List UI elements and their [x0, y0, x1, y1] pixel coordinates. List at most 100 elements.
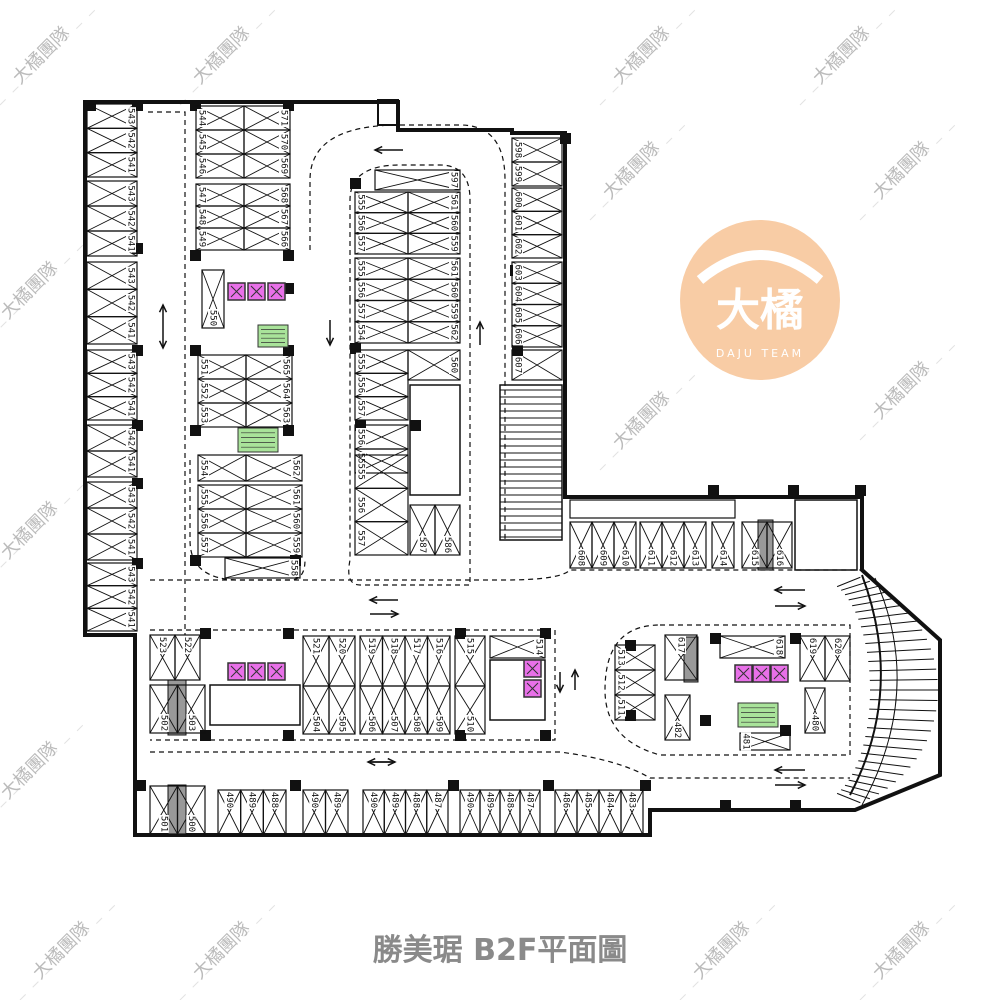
parking-stall: 543 — [86, 481, 138, 509]
watermark-text: 大橘團隊 — [609, 388, 675, 454]
stall-number: 558 — [289, 560, 299, 576]
column — [560, 133, 571, 144]
stall-number: 490 — [465, 792, 475, 808]
stall-number: 488 — [269, 792, 279, 808]
column — [788, 485, 799, 496]
direction-arrow-icon — [368, 757, 397, 767]
stall-number: 541 — [126, 539, 136, 555]
parking-stall: 542 — [86, 585, 138, 609]
stall-number: 557 — [356, 303, 366, 319]
direction-arrow-icon — [158, 303, 168, 325]
parking-stall: 608 — [569, 521, 593, 569]
parking-stall: 551 — [197, 354, 247, 380]
traffic-arrows — [158, 145, 807, 790]
logo-watermark: 大橘 DAJU TEAM — [680, 220, 840, 380]
parking-stall: 542 — [86, 288, 138, 318]
parking-stall: 543 — [86, 261, 138, 290]
stall-number: 543 — [126, 268, 136, 284]
parking-stall: 543 — [86, 349, 138, 374]
parking-stall: 506 — [359, 685, 384, 735]
parking-stall: 570 — [243, 129, 291, 155]
parking-stall: 558 — [224, 557, 301, 579]
stall-number: 543 — [126, 487, 136, 503]
parking-stalls: 5435425415435425415435425415435425415425… — [86, 103, 851, 836]
parking-stall: 488 — [404, 789, 428, 836]
parking-stall: 550 — [201, 269, 225, 329]
parking-stall: 560 — [245, 508, 303, 534]
stall-number: 613 — [690, 550, 700, 566]
parking-stall: 508 — [404, 685, 429, 735]
column — [135, 780, 146, 791]
column — [790, 800, 801, 811]
column — [190, 425, 201, 436]
stall-number: 503 — [186, 715, 196, 731]
watermark-text: 大橘團隊 — [809, 23, 875, 89]
stall-number: 555 — [199, 489, 209, 505]
parking-stall: 556 — [354, 487, 409, 523]
parking-stall: 560 — [407, 212, 461, 234]
parking-stall: 512 — [614, 669, 656, 696]
parking-stall: 560 — [407, 349, 461, 381]
stall-number: 564 — [281, 383, 291, 399]
parking-stall: 566 — [243, 227, 291, 251]
parking-stall: 557 — [354, 232, 409, 255]
column — [190, 555, 201, 566]
stall-number: 567 — [279, 209, 289, 225]
watermark-text: 大橘團隊 — [0, 258, 62, 324]
parking-stall: 552 — [197, 378, 247, 404]
stall-number: 586 — [442, 537, 452, 553]
column — [283, 283, 294, 294]
parking-stall: 515 — [454, 635, 486, 687]
parking-stall: 517 — [404, 635, 429, 687]
parking-stall: 541 — [86, 533, 138, 561]
parking-stall: 490 — [217, 789, 242, 836]
parking-stall: 541 — [86, 152, 138, 178]
parking-stall: 541 — [86, 396, 138, 421]
parking-stall: 543 — [86, 562, 138, 587]
stall-number: 542 — [126, 589, 136, 605]
direction-arrow-icon — [475, 320, 485, 345]
parking-stall: 541 — [86, 607, 138, 632]
stall-number: 554 — [356, 324, 366, 340]
parking-stall: 564 — [245, 378, 293, 404]
parking-stall: 542 — [86, 205, 138, 232]
parking-stall: 500 — [176, 785, 206, 835]
parking-stall: 561 — [407, 257, 461, 280]
direction-arrow-icon — [158, 325, 168, 350]
parking-stall: 489 — [324, 789, 349, 836]
parking-stall: 489 — [479, 789, 501, 836]
parking-stall: 542 — [86, 372, 138, 398]
stall-number: 542 — [126, 377, 136, 393]
stall-number: 520 — [337, 638, 347, 654]
parking-stall: 509 — [426, 685, 451, 735]
parking-stall: 609 — [591, 521, 615, 569]
column — [543, 780, 554, 791]
stall-number: 546 — [197, 158, 207, 174]
parking-stall: 562 — [245, 454, 303, 482]
parking-stall: 549 — [195, 227, 245, 251]
stall-number: 561 — [449, 194, 459, 210]
stall-number: 557 — [356, 453, 366, 469]
stall-number: 541 — [126, 235, 136, 251]
stall-number: 488 — [411, 792, 421, 808]
stall-number: 557 — [199, 537, 209, 553]
elevator-icon — [752, 664, 771, 683]
stall-number: 516 — [433, 638, 443, 654]
parking-stall: 561 — [407, 191, 461, 214]
parking-stall: 544 — [195, 105, 245, 131]
parking-stall: 606 — [511, 325, 563, 348]
stall-number: 541 — [126, 400, 136, 416]
parking-stall: 611 — [639, 521, 663, 569]
parking-stall: 614 — [711, 521, 735, 569]
stall-number: 604 — [513, 286, 523, 302]
stall-number: 489 — [247, 792, 257, 808]
stall-number: 556 — [356, 429, 366, 445]
parking-stall: 523 — [149, 634, 176, 681]
stall-number: 598 — [513, 142, 523, 158]
stall-number: 559 — [449, 303, 459, 319]
parking-stall: 565 — [245, 354, 293, 380]
stall-number: 561 — [291, 489, 301, 505]
stall-number: 487 — [432, 792, 442, 808]
stall-number: 490 — [368, 792, 378, 808]
stall-number: 506 — [366, 716, 376, 732]
